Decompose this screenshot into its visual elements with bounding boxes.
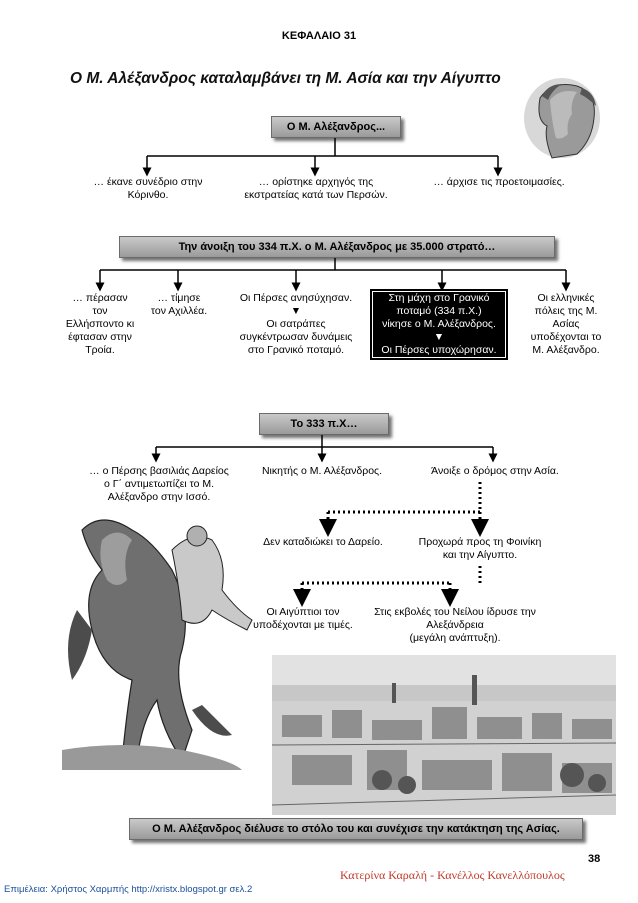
- section3-sub2-1: Οι Αιγύπτιοι τον υποδέχονται με τιμές.: [238, 606, 368, 632]
- page-title: Ο Μ. Αλέξανδρος καταλαμβάνει τη Μ. Ασία …: [70, 70, 501, 88]
- section3-item-1: … ο Πέρσης βασιλιάς Δαρείος ο Γ΄ αντιμετ…: [64, 465, 254, 504]
- section2-item-3: Οι Πέρσες ανησύχησαν. ▼ Οι σατράπες συγκ…: [220, 292, 372, 357]
- bottom-bar: Ο Μ. Αλέξανδρος διέλυσε το στόλο του και…: [129, 818, 583, 840]
- section3-item-2: Νικητής ο Μ. Αλέξανδρος.: [247, 465, 397, 478]
- footer-credit: Επιμέλεια: Χρήστος Χαρμπής http://xristx…: [4, 884, 252, 895]
- section3-sub2-2: Στις εκβολές του Νείλου ίδρυσε την Αλεξά…: [360, 606, 550, 645]
- alexandria-city-image: [272, 655, 616, 815]
- section1-item-3: … άρχισε τις προετοιμασίες.: [413, 176, 585, 189]
- section3-bar: Το 333 π.Χ…: [259, 413, 389, 435]
- authors-credit: Κατερίνα Καραλή - Κανέλλος Κανελλόπουλος: [340, 868, 565, 883]
- section1-item-1: … έκανε συνέδριο στην Κόρινθο.: [62, 176, 234, 202]
- chapter-heading: ΚΕΦΑΛΑΙΟ 31: [0, 30, 638, 42]
- section1-head: Ο Μ. Αλέξανδρος...: [271, 116, 401, 138]
- section2-item-4-highlight: Στη μάχη στο Γρανικό ποταμό (334 π.Χ.) ν…: [370, 289, 508, 360]
- section3-sub-2: Προχωρά προς τη Φοινίκη και την Αίγυπτο.: [405, 536, 555, 562]
- section2-item-5: Οι ελληνικές πόλεις της Μ. Ασίας υποδέχο…: [516, 292, 616, 357]
- page-number: 38: [588, 853, 600, 865]
- section2-item-2: … τίμησε τον Αχιλλέα.: [134, 292, 224, 318]
- section3-sub-1: Δεν καταδιώκει το Δαρείο.: [248, 536, 398, 549]
- section2-bar: Την άνοιξη του 334 π.Χ. ο Μ. Αλέξανδρος …: [119, 236, 555, 258]
- section3-item-3: Άνοιξε ο δρόμος στην Ασία.: [415, 465, 575, 478]
- section1-item-2: … ορίστηκε αρχηγός της εκστρατείας κατά …: [218, 176, 414, 202]
